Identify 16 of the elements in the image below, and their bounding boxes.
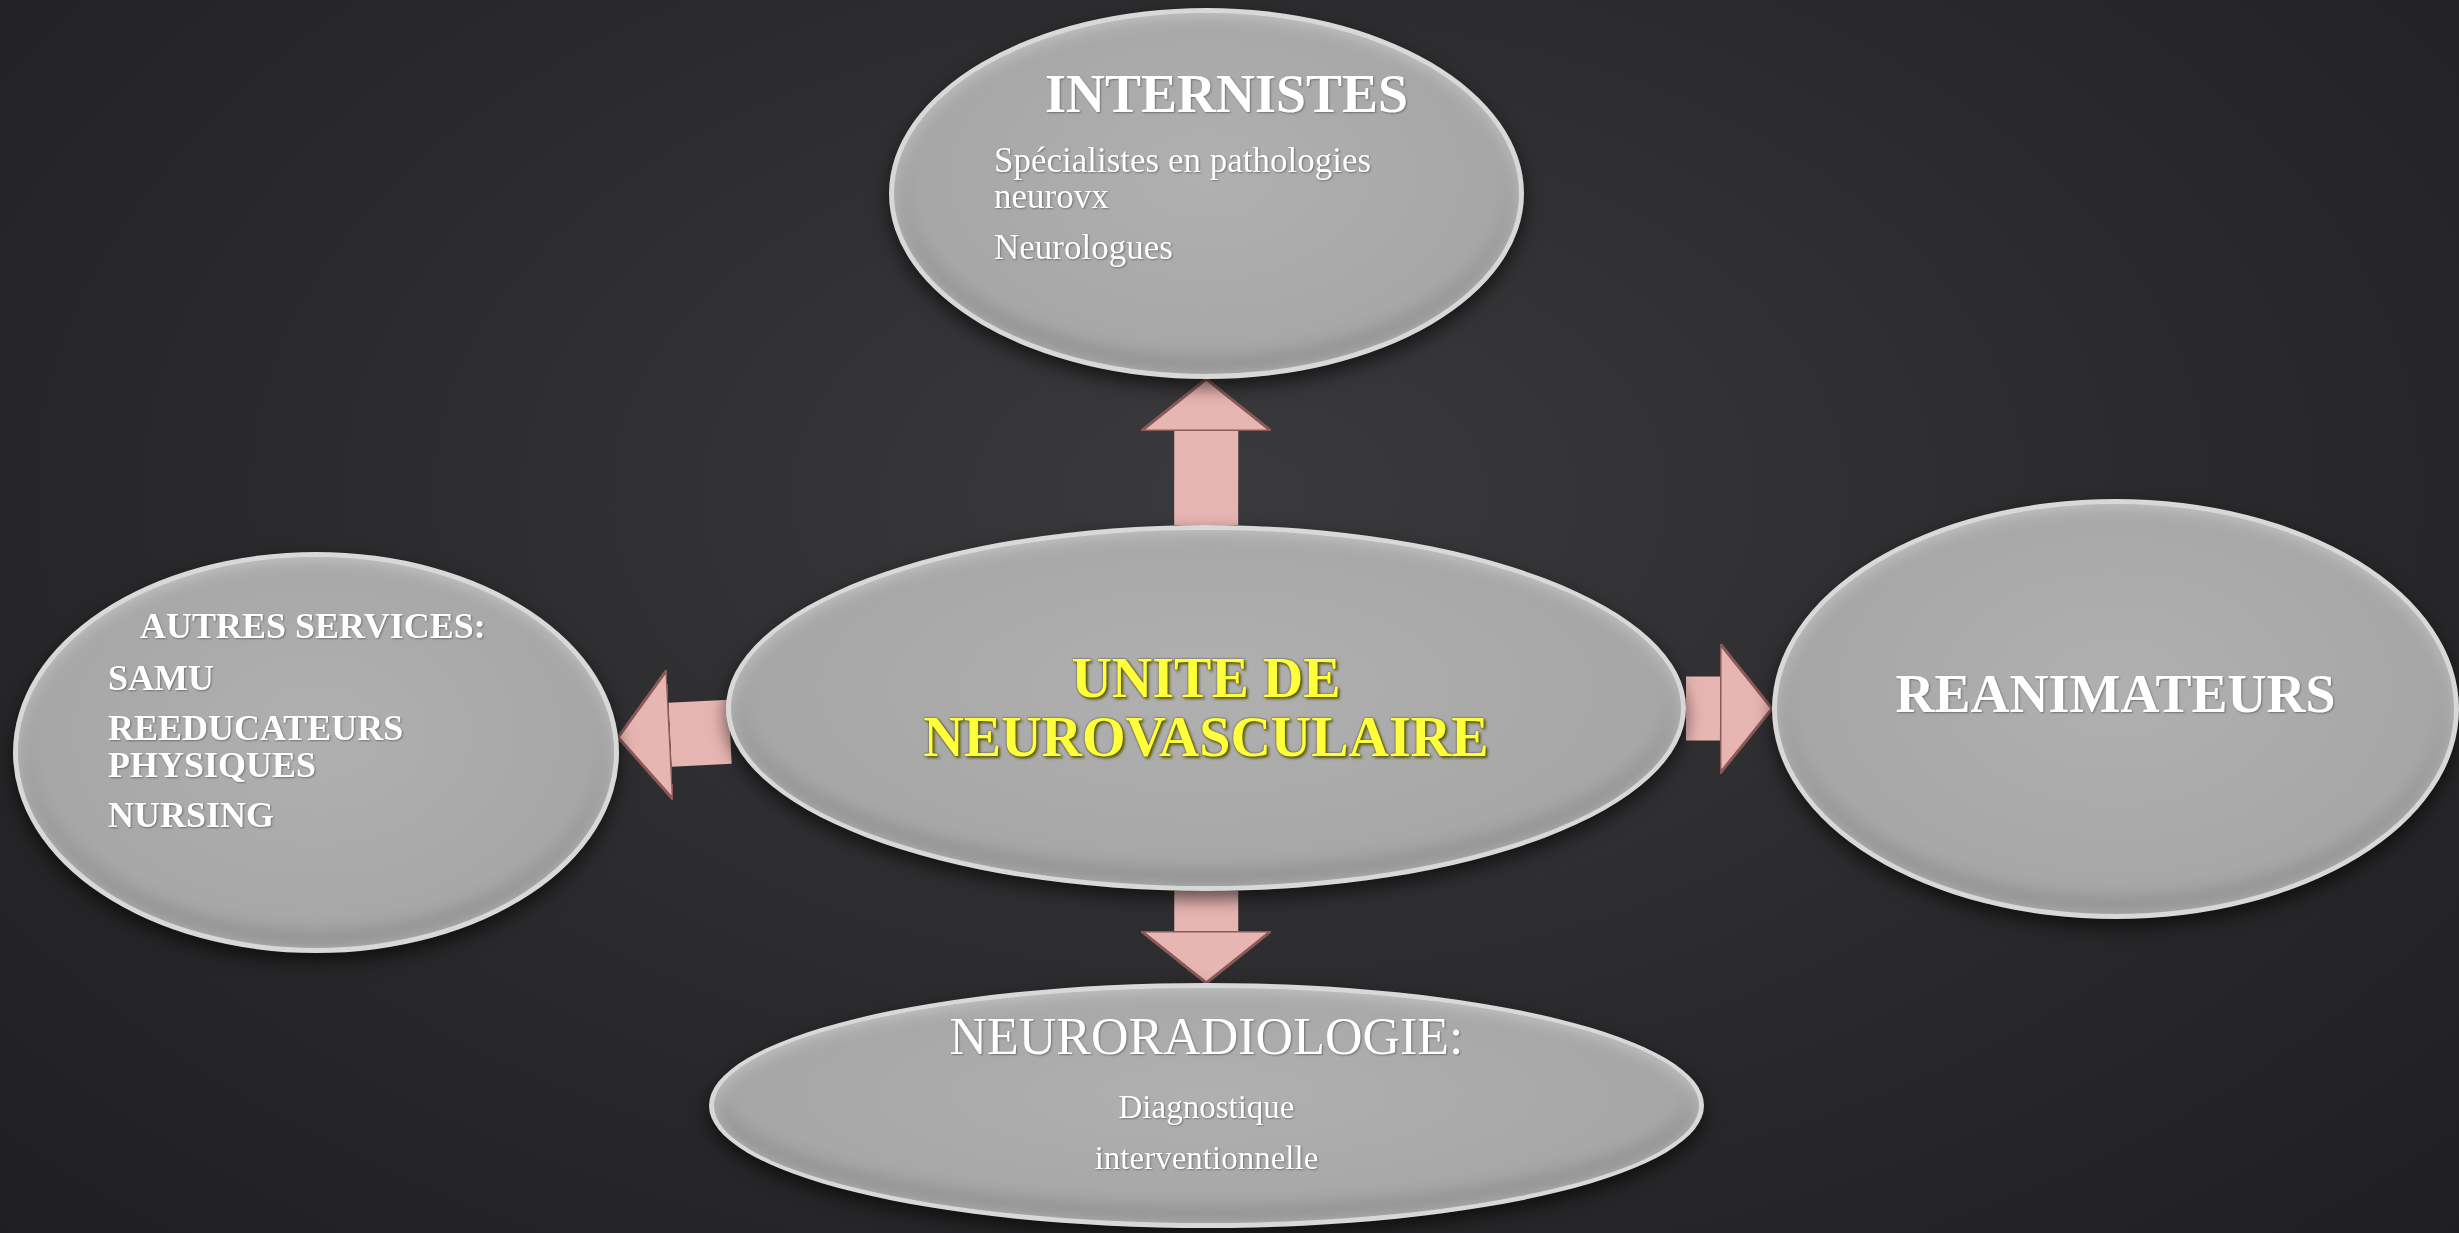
- node-text: interventionnelle: [1094, 1140, 1319, 1176]
- node-heading: UNITE DE NEUROVASCULAIRE: [922, 649, 1490, 767]
- node-text: Diagnostique: [1118, 1090, 1295, 1125]
- block-arrow: [1139, 377, 1273, 525]
- node-text: Spécialistes en pathologies neurovx: [994, 142, 1373, 217]
- node-text: REEDUCATEURS PHYSIQUES: [108, 709, 405, 786]
- block-arrow: [1686, 642, 1774, 776]
- node-heading: AUTRES SERVICES:: [140, 608, 486, 646]
- block-arrow: [1139, 891, 1273, 985]
- node-text: NURSING: [108, 797, 275, 835]
- node-text: SAMU: [108, 659, 214, 698]
- node-heading: INTERNISTES: [1044, 66, 1409, 123]
- block-arrow: [616, 668, 732, 802]
- node-heading: NEURORADIOLOGIE:: [949, 1009, 1464, 1065]
- node-heading: REANIMATEURS: [1895, 665, 2336, 723]
- node-text: Neurologues: [994, 230, 1173, 267]
